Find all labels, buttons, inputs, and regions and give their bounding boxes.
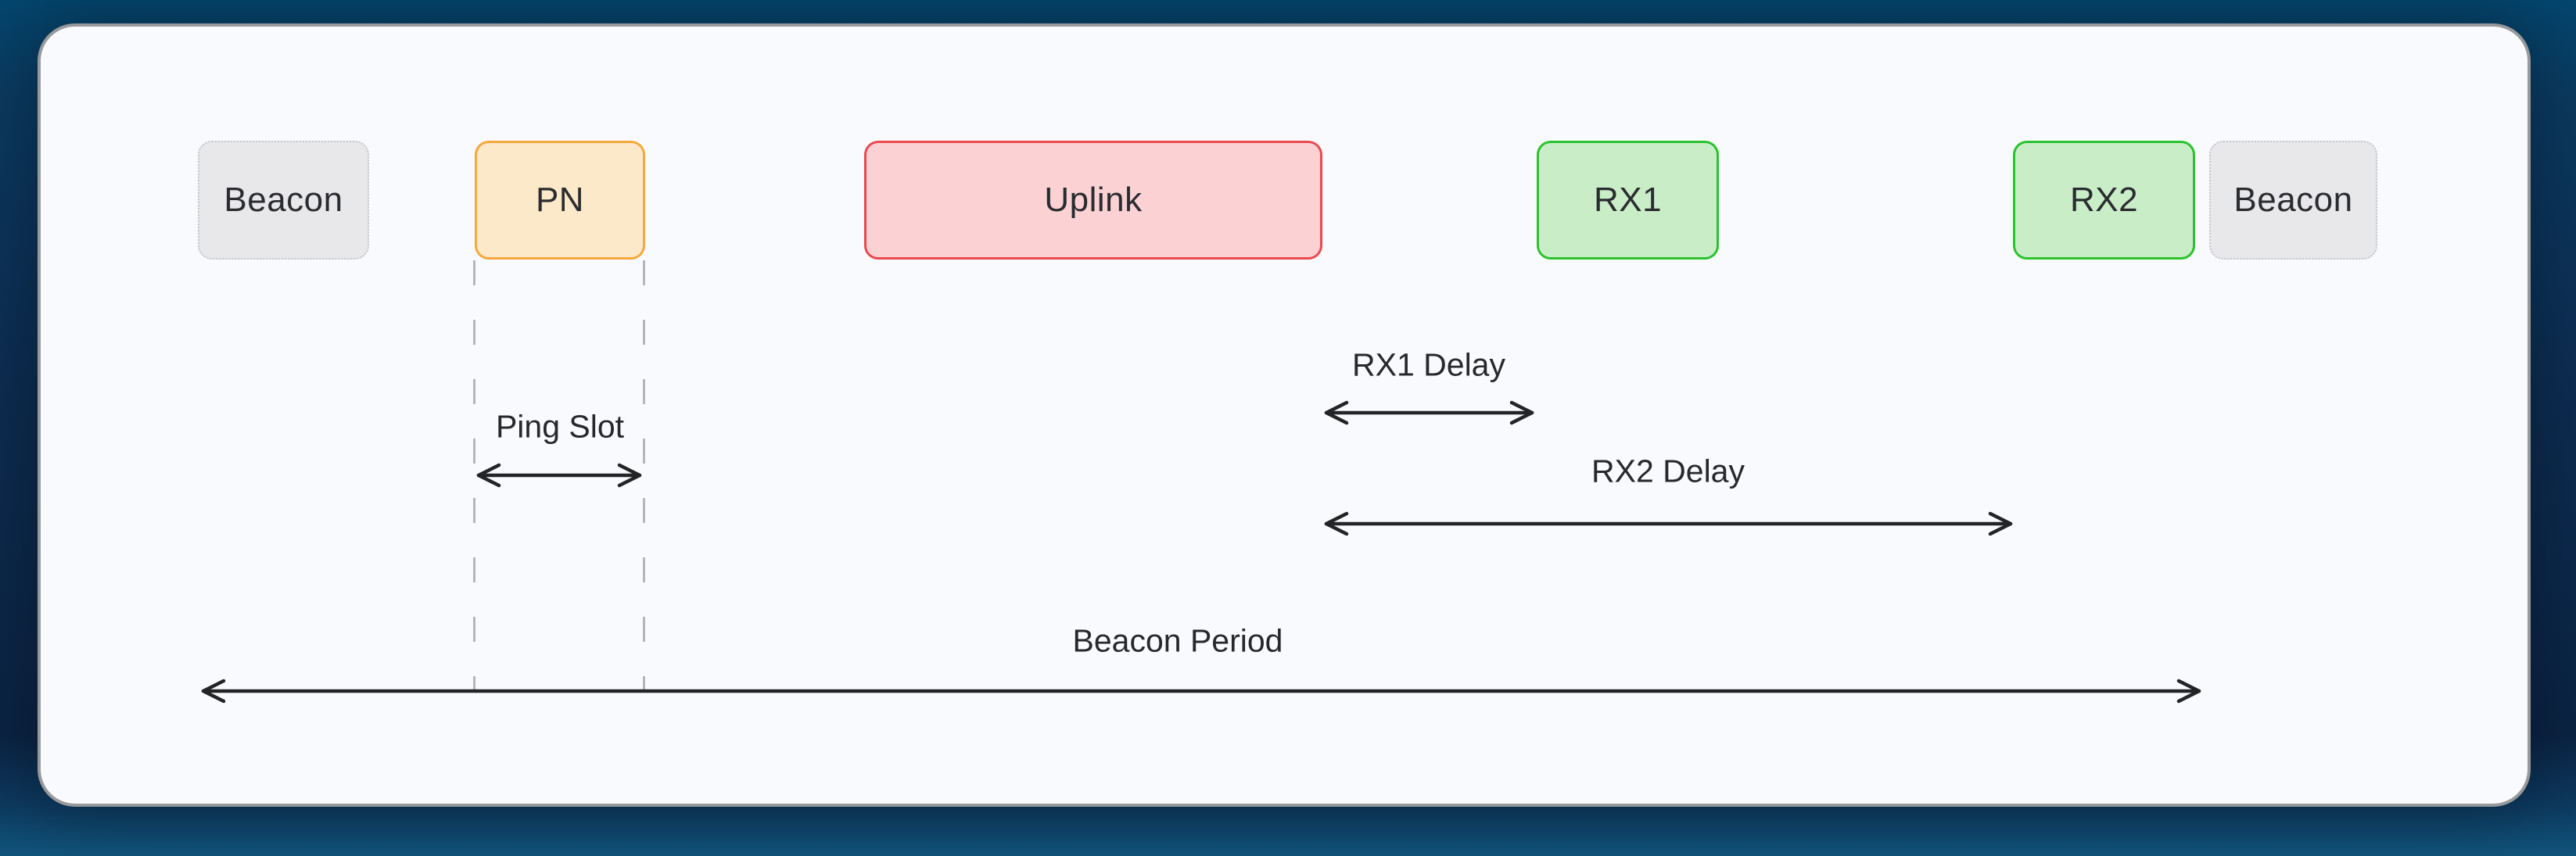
ping-slot-label: Ping Slot [495,408,625,445]
ping-slot-guide-right [643,260,645,691]
node-beacon-start-label: Beacon [224,181,343,219]
node-pn-label: PN [535,181,585,219]
node-beacon-end: Beacon [2209,141,2377,260]
node-uplink: Uplink [864,141,1322,260]
node-rx1: RX1 [1537,141,1719,260]
beacon-period-label: Beacon Period [1072,622,1283,659]
node-uplink-label: Uplink [1044,181,1143,219]
rx2-delay-arrow [1324,511,2013,536]
node-beacon-end-label: Beacon [2233,181,2353,219]
node-rx2-label: RX2 [2069,181,2139,219]
rx1-delay-label: RX1 Delay [1352,346,1505,383]
node-rx2: RX2 [2013,141,2195,260]
rx2-delay-label: RX2 Delay [1591,453,1745,489]
node-ping-pn: PN [475,141,645,260]
node-beacon-start: Beacon [198,141,369,260]
ping-slot-arrow [476,463,642,488]
node-rx1-label: RX1 [1593,181,1663,219]
beacon-period-arrow [201,679,2201,704]
ping-slot-guide-left [473,260,475,691]
rx1-delay-arrow [1324,400,1534,425]
